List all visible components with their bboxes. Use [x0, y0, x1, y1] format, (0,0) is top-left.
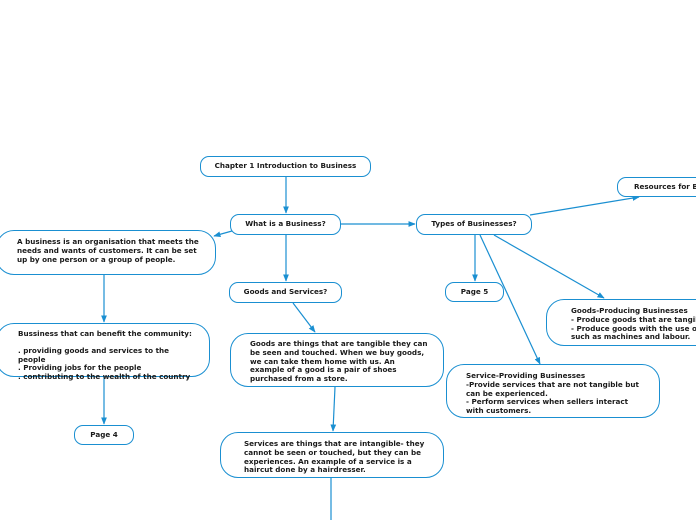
node-services-definition[interactable]: Services are things that are intangible-… — [220, 432, 444, 478]
node-what-is-business-label: What is a Business? — [245, 219, 326, 229]
node-goods-producing-text: Goods-Producing Businesses - Produce goo… — [571, 306, 696, 342]
node-goods-producing[interactable]: Goods-Producing Businesses - Produce goo… — [546, 299, 696, 346]
node-resources-label: Resources for Bu — [634, 181, 696, 191]
node-chapter-label: Chapter 1 Introduction to Business — [214, 161, 357, 171]
edge-goods-gooddef — [292, 302, 316, 333]
node-goods-and-services[interactable]: Goods and Services? — [229, 282, 342, 303]
edge-types-resources — [529, 195, 640, 216]
node-community-benefits[interactable]: Bussiness that can benefit the community… — [0, 323, 210, 381]
node-business-definition[interactable]: A business is an organisation that meets… — [0, 230, 216, 275]
node-service-providing-text: Service-Providing Businesses -Provide se… — [466, 371, 639, 416]
edge-types-goodsprod — [493, 234, 605, 299]
node-community-benefits-title: Bussiness that can benefit the community… — [18, 329, 192, 338]
node-goods-definition[interactable]: Goods are things that are tangible they … — [230, 333, 444, 387]
node-page-5[interactable]: Page 5 — [445, 282, 504, 302]
edge-gooddef-servdef — [330, 386, 337, 432]
edge-types-serviceprov — [479, 234, 541, 365]
node-services-definition-text: Services are things that are intangible-… — [244, 439, 425, 475]
node-goods-definition-text: Goods are things that are tangible they … — [250, 339, 428, 384]
node-page-4[interactable]: Page 4 — [74, 425, 134, 445]
node-types-of-businesses-label: Types of Businesses? — [431, 219, 517, 229]
node-service-providing[interactable]: Service-Providing Businesses -Provide se… — [446, 364, 660, 418]
edge-what-def — [213, 230, 233, 238]
node-community-benefits-points: . providing goods and services to the pe… — [18, 345, 191, 382]
node-resources[interactable]: Resources for Bu — [617, 177, 696, 197]
node-goods-and-services-label: Goods and Services? — [243, 287, 328, 297]
node-chapter[interactable]: Chapter 1 Introduction to Business — [200, 156, 371, 177]
node-what-is-business[interactable]: What is a Business? — [230, 214, 341, 235]
node-types-of-businesses[interactable]: Types of Businesses? — [416, 214, 532, 235]
node-page-4-label: Page 4 — [90, 429, 118, 439]
node-page-5-label: Page 5 — [460, 286, 489, 296]
node-business-definition-text: A business is an organisation that meets… — [17, 237, 199, 264]
